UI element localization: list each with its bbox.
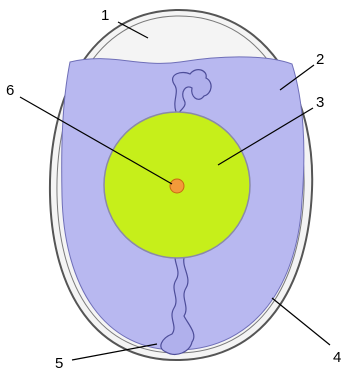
label-6: 6	[6, 82, 14, 99]
label-4: 4	[333, 349, 341, 366]
chalaza-upper	[172, 69, 212, 116]
leader-3	[217, 107, 314, 166]
label-2: 2	[316, 51, 324, 68]
leader-5	[71, 343, 158, 361]
leader-4	[271, 297, 331, 346]
label-1: 1	[101, 7, 109, 24]
germinal-disc	[169, 178, 185, 194]
label-3: 3	[316, 94, 324, 111]
leader-6	[19, 96, 173, 185]
leader-1	[117, 21, 149, 39]
chalaza-lower	[160, 250, 195, 355]
leader-2	[279, 64, 315, 91]
label-5: 5	[55, 355, 63, 372]
